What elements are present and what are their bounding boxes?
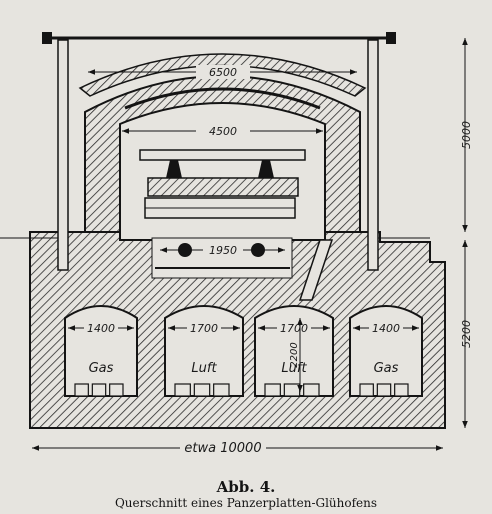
dim-bogie-width: 1950: [209, 244, 237, 257]
plate-stack: [147, 177, 299, 197]
inner-vault: [124, 87, 321, 110]
chamber-width-label: 1700: [190, 322, 218, 335]
dim-chamber-height: 2200: [289, 342, 300, 367]
support-left: [166, 160, 182, 178]
dim-upper-height: 5000: [460, 121, 473, 149]
chamber-gas-label: Gas: [89, 361, 114, 376]
checker-brick: [359, 383, 374, 397]
checker-brick: [303, 383, 320, 397]
checker-brick: [74, 383, 89, 397]
left-column: [57, 39, 69, 271]
tie-nut-left: [42, 32, 52, 44]
dim-lower-height: 5200: [460, 320, 473, 348]
dim-outer-width: 6500: [209, 66, 237, 79]
checker-brick: [394, 383, 409, 397]
checker-brick: [91, 383, 107, 397]
chamber-width-label: 1700: [280, 322, 308, 335]
inner-chamber: [119, 102, 326, 241]
tie-nut-right: [386, 32, 396, 44]
flue-channel: [298, 239, 334, 301]
checker-brick: [109, 383, 124, 397]
checker-brick: [174, 383, 191, 397]
caption-title: Abb. 4.: [216, 478, 276, 496]
plate-beam: [139, 149, 306, 161]
checker-brick: [213, 383, 230, 397]
regenerator-chamber: [64, 305, 138, 397]
dim-total-width: etwa 10000: [184, 441, 261, 456]
chamber-gas-label: Luft: [191, 361, 217, 376]
caption-subtitle: Querschnitt eines Panzerplatten-Glühofen…: [114, 496, 378, 510]
chamber-gas-label: Gas: [374, 361, 399, 376]
regenerator-chamber: [164, 305, 244, 397]
checker-brick: [193, 383, 211, 397]
checker-brick: [376, 383, 392, 397]
chamber-width-label: 1400: [87, 322, 115, 335]
regenerator-chamber: [349, 305, 423, 397]
checker-brick: [283, 383, 301, 397]
chamber-width-label: 1400: [372, 322, 400, 335]
right-column: [367, 39, 379, 271]
checker-brick: [264, 383, 281, 397]
dim-inner-width: 4500: [209, 125, 237, 138]
support-right: [258, 160, 274, 178]
